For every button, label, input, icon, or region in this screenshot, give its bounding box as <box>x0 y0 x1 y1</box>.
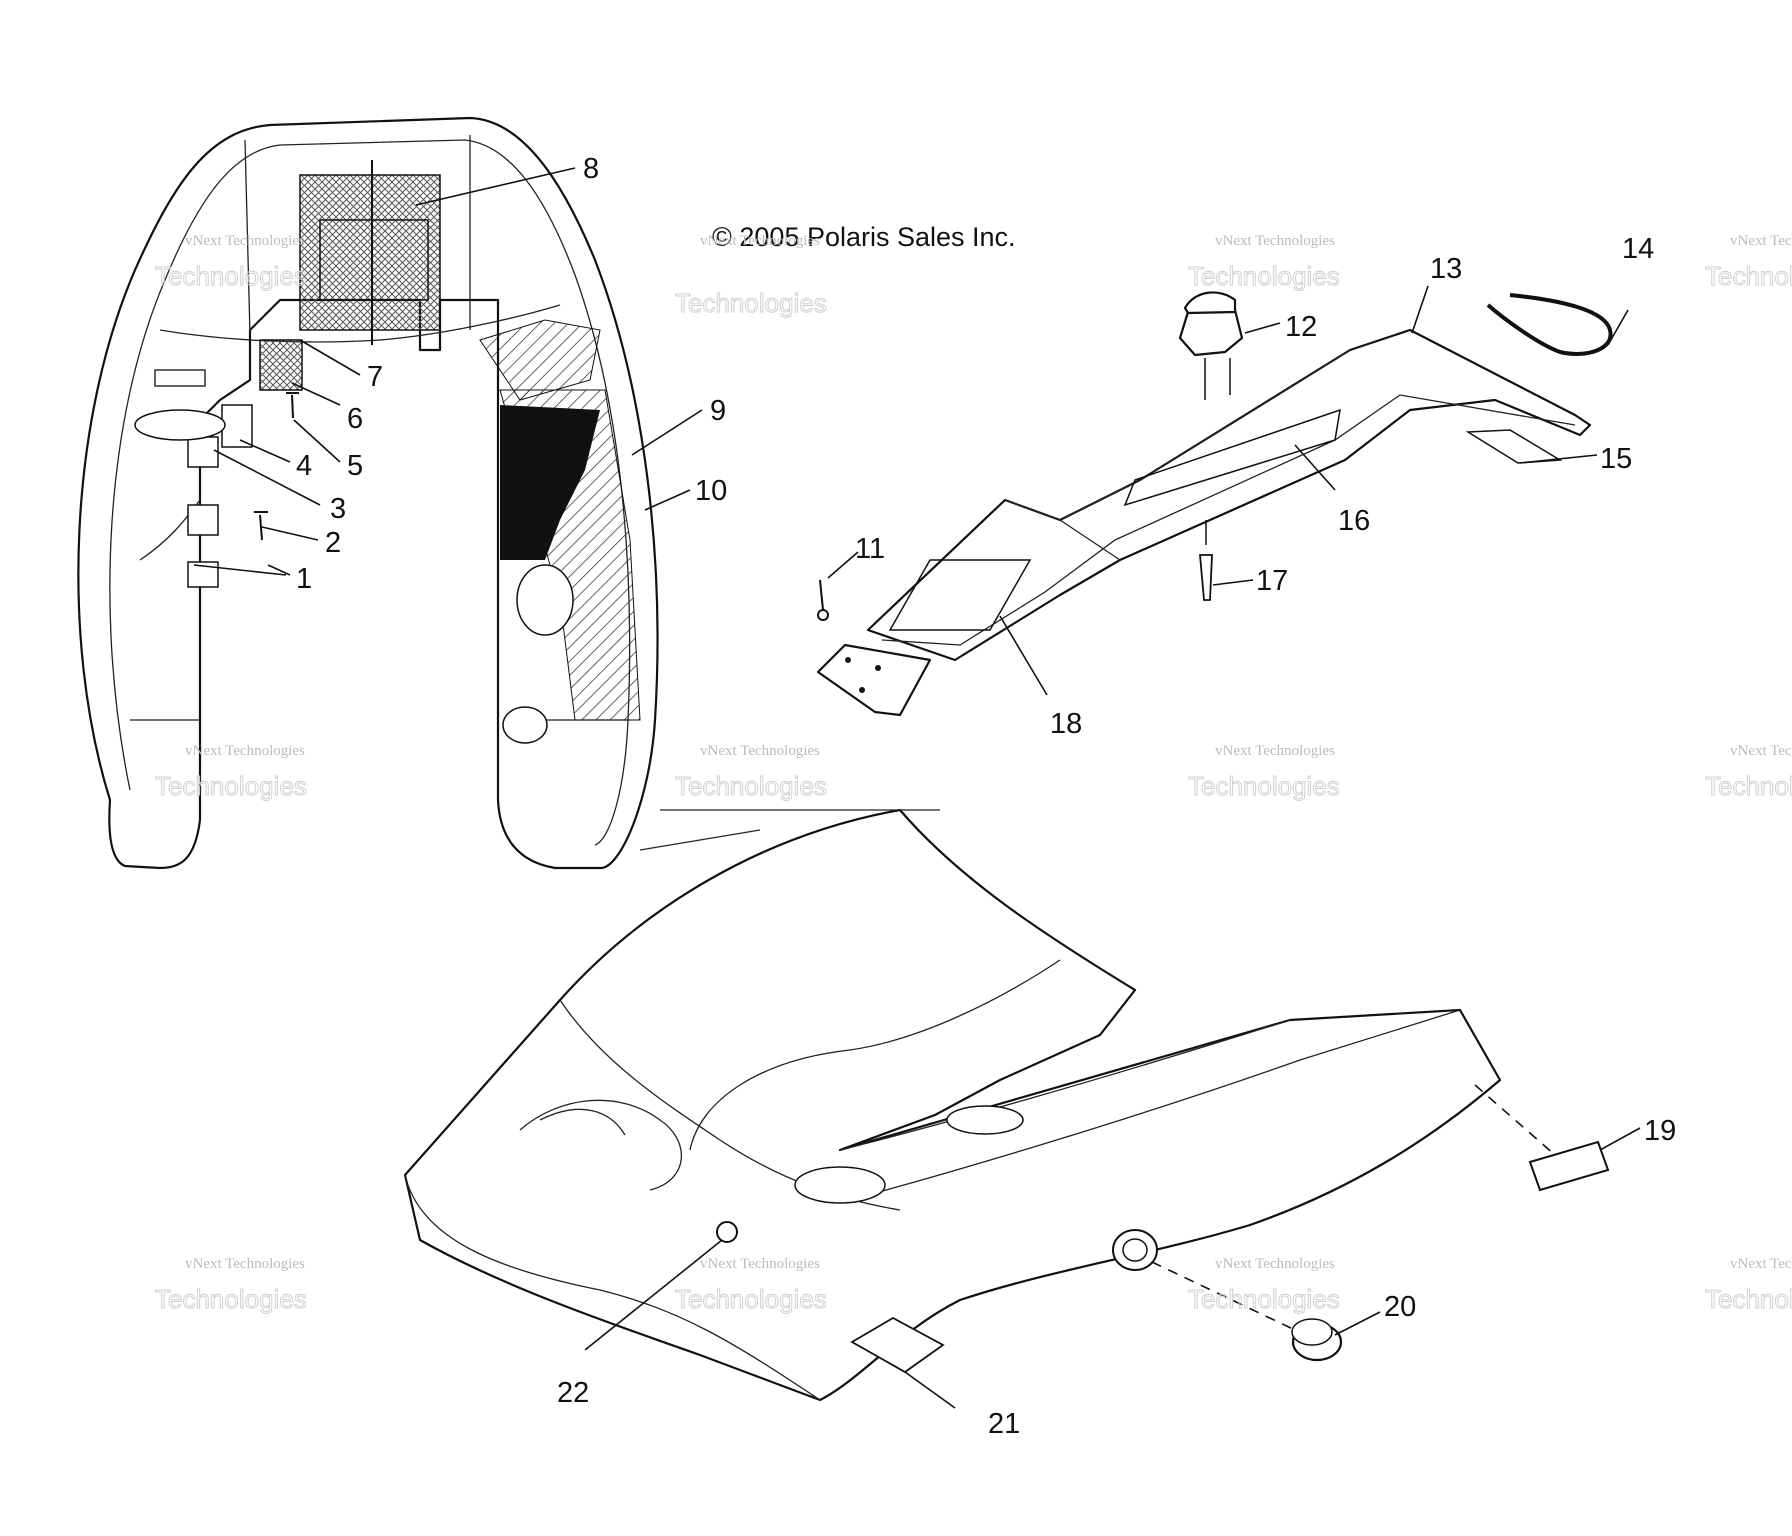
watermark-text: vNext Technologies <box>185 1256 305 1272</box>
callout-1: 1 <box>296 563 312 595</box>
callout-9: 9 <box>710 395 726 427</box>
watermark-text: Technologies <box>155 1284 307 1314</box>
watermark-text: vNext Technologies <box>1215 743 1335 759</box>
watermark-text: Technologies <box>675 1284 827 1314</box>
watermark-text: Technologies <box>675 288 827 318</box>
callout-10: 10 <box>695 475 727 507</box>
callout-7: 7 <box>367 361 383 393</box>
watermark-text: vNext Technologies <box>1215 233 1335 249</box>
callout-22: 22 <box>557 1377 589 1409</box>
watermark-text: vNext Technologies <box>185 233 305 249</box>
watermark-text: Technologies <box>1705 261 1792 291</box>
watermark-text: Technologies <box>1705 1284 1792 1314</box>
callout-19: 19 <box>1644 1115 1676 1147</box>
watermark-text: Technologies <box>1188 261 1340 291</box>
watermark-text: Technologies <box>1705 771 1792 801</box>
watermark-text: vNext Technologies <box>1215 1256 1335 1272</box>
callout-5: 5 <box>347 450 363 482</box>
callout-numbers: 1 2 3 4 5 6 7 8 9 10 11 12 13 14 15 16 1… <box>296 153 1676 1440</box>
callout-16: 16 <box>1338 505 1370 537</box>
watermark-text: vNext Technologies <box>700 233 820 249</box>
watermark-text: vNext Technologies <box>185 743 305 759</box>
watermark-text: vNext Technologies <box>700 1256 820 1272</box>
watermark-text: Technologies <box>675 771 827 801</box>
callout-11: 11 <box>855 533 885 565</box>
callout-13: 13 <box>1430 253 1462 285</box>
hood-top-view <box>77 116 659 870</box>
leader-lines <box>193 167 1641 1409</box>
watermark-text: Technologies <box>155 771 307 801</box>
watermark-text: Technologies <box>155 261 307 291</box>
callout-4: 4 <box>296 450 312 482</box>
watermark-text: vNext Technologies <box>1730 743 1792 759</box>
callout-3: 3 <box>330 493 346 525</box>
callout-17: 17 <box>1256 565 1288 597</box>
callout-15: 15 <box>1600 443 1632 475</box>
callout-14: 14 <box>1622 233 1654 265</box>
copyright-notice: © 2005 Polaris Sales Inc. <box>712 222 1016 252</box>
callout-21: 21 <box>988 1408 1020 1440</box>
hood-perspective-view <box>403 808 1610 1402</box>
side-panel-assembly <box>816 291 1613 717</box>
watermark-text: Technologies <box>1188 771 1340 801</box>
watermark-text: vNext Technologies <box>700 743 820 759</box>
callout-8: 8 <box>583 153 599 185</box>
watermark-text: vNext Technologies <box>1730 233 1792 249</box>
callout-6: 6 <box>347 403 363 435</box>
watermarks: vNext Technologies Technologies vNext Te… <box>155 233 1792 1315</box>
watermark-text: Technologies <box>1188 1284 1340 1314</box>
callout-2: 2 <box>325 527 341 559</box>
callout-20: 20 <box>1384 1291 1416 1323</box>
watermark-text: vNext Technologies <box>1730 1256 1792 1272</box>
callout-18: 18 <box>1050 708 1082 740</box>
callout-12: 12 <box>1285 311 1317 343</box>
